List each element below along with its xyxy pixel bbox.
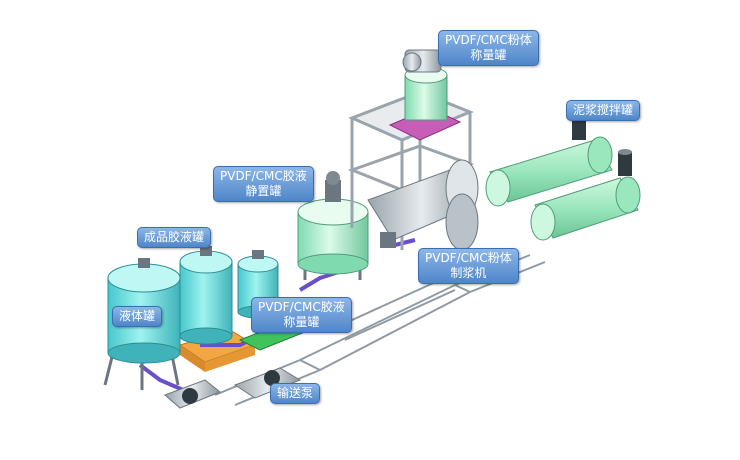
callout-line: 静置罐 bbox=[245, 184, 282, 198]
callout-line: 液体罐 bbox=[119, 309, 156, 323]
callout-powder-pulper: PVDF/CMC粉体 制浆机 bbox=[418, 248, 519, 284]
callout-line: PVDF/CMC粉体 bbox=[445, 33, 532, 47]
callout-finished-glue: 成品胶液罐 bbox=[137, 227, 212, 248]
callout-line: 制浆机 bbox=[450, 266, 487, 280]
callout-line: 称量罐 bbox=[283, 315, 320, 329]
slurry-mixer-lower bbox=[530, 149, 641, 241]
callout-glue-storage: PVDF/CMC胶液 静置罐 bbox=[213, 166, 314, 202]
transfer-pump bbox=[164, 367, 302, 409]
finished-glue-tank bbox=[179, 246, 233, 345]
callout-line: 成品胶液罐 bbox=[144, 230, 205, 244]
callout-line: PVDF/CMC胶液 bbox=[220, 169, 307, 183]
powder-pulper-drum bbox=[367, 159, 479, 251]
callout-line: PVDF/CMC粉体 bbox=[425, 251, 512, 265]
callout-liquid-tank: 液体罐 bbox=[112, 306, 163, 327]
callout-powder-weigher: PVDF/CMC粉体 称量罐 bbox=[438, 30, 539, 66]
slurry-mixer-upper bbox=[485, 115, 613, 207]
callout-line: 输送泵 bbox=[277, 386, 314, 400]
callout-pump: 输送泵 bbox=[270, 383, 321, 404]
callout-line: 泥浆搅拌罐 bbox=[573, 103, 634, 117]
callout-slurry-mixer: 泥浆搅拌罐 bbox=[566, 100, 641, 121]
callout-glue-weigher: PVDF/CMC胶液 称量罐 bbox=[251, 297, 352, 333]
callout-line: 称量罐 bbox=[470, 48, 507, 62]
callout-line: PVDF/CMC胶液 bbox=[258, 300, 345, 314]
powder-weighing-tank bbox=[388, 49, 462, 141]
